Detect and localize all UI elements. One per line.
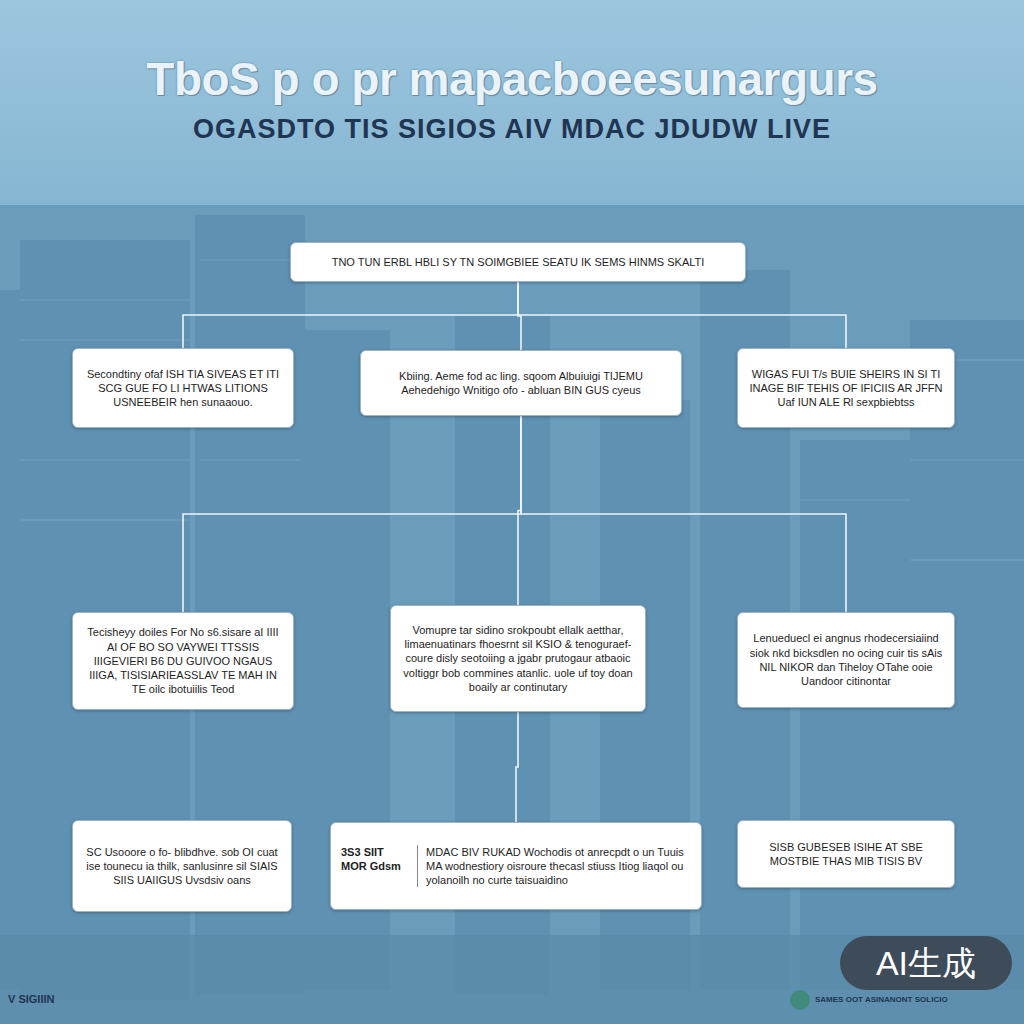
box-text: TNO TUN ERBL HBLI SY TN SOIMGBIEE SEATU …	[301, 255, 735, 269]
box-text: Secondtiny ofaf ISH TIA SIVEAS ET ITI SC…	[83, 367, 283, 410]
window-grid	[20, 260, 1024, 560]
connector	[183, 282, 518, 348]
logo-text: SAMES OOT ASINANONT SOLICIO	[815, 995, 948, 1004]
city-buildings	[0, 215, 1024, 1000]
box-text: Kbiing. Aeme fod ac ling. sqoom Albuiuig…	[371, 369, 671, 398]
process-box: Kbiing. Aeme fod ac ling. sqoom Albuiuig…	[360, 350, 682, 416]
footer-text: V SIGIIIN	[8, 993, 54, 1005]
connector	[521, 416, 846, 612]
title: TboS p o pr mapacboeesunargurs	[0, 52, 1024, 106]
box-text: 3S3 SIIT MOR Gdsm	[341, 845, 418, 888]
box-body: 3S3 SIIT MOR GdsmMDAC BIV RUKAD Wochodis…	[341, 845, 691, 888]
watermark-pill	[840, 936, 1012, 990]
process-box: 3S3 SIIT MOR GdsmMDAC BIV RUKAD Wochodis…	[330, 822, 702, 910]
connector	[516, 712, 518, 822]
logo-icon	[790, 990, 810, 1010]
process-box: SC Usooore o fo- blibdhve. sob OI cuat i…	[72, 820, 292, 912]
process-box: Lenueduecl ei angnus rhodecersiaiind sio…	[737, 612, 955, 708]
header-band	[0, 0, 1024, 205]
watermark: AI生成	[840, 941, 1012, 985]
box-text: WIGAS FUI T/s BUIE SHEIRS IN SI TI INAGE…	[748, 367, 944, 410]
box-text: Vomupre tar sidino srokpoubt ellalk aett…	[401, 623, 635, 694]
box-text: SC Usooore o fo- blibdhve. sob OI cuat i…	[83, 845, 281, 888]
process-box: Secondtiny ofaf ISH TIA SIVEAS ET ITI SC…	[72, 348, 294, 428]
connector	[518, 282, 846, 348]
box-text: Lenueduecl ei angnus rhodecersiaiind sio…	[748, 631, 944, 688]
process-box: TNO TUN ERBL HBLI SY TN SOIMGBIEE SEATU …	[290, 242, 746, 282]
process-box: Tecisheyy doiles For No s6.sisare aI III…	[72, 612, 294, 710]
street-band	[0, 935, 1024, 1024]
box-text: SISB GUBESEB ISIHE AT SBE MOSTBIE THAS M…	[748, 840, 944, 869]
city-ground	[0, 205, 1024, 1024]
process-box: Vomupre tar sidino srokpoubt ellalk aett…	[390, 605, 646, 712]
box-text: Tecisheyy doiles For No s6.sisare aI III…	[83, 625, 283, 696]
process-box: SISB GUBESEB ISIHE AT SBE MOSTBIE THAS M…	[737, 820, 955, 888]
process-box: WIGAS FUI T/s BUIE SHEIRS IN SI TI INAGE…	[737, 348, 955, 428]
box-body-text: MDAC BIV RUKAD Wochodis ot anrecpdt o un…	[426, 845, 691, 888]
subtitle: OGASDTO TIS SIGIOS AIV MDAC JDUDW LIVE	[0, 114, 1024, 145]
connector	[183, 416, 521, 612]
